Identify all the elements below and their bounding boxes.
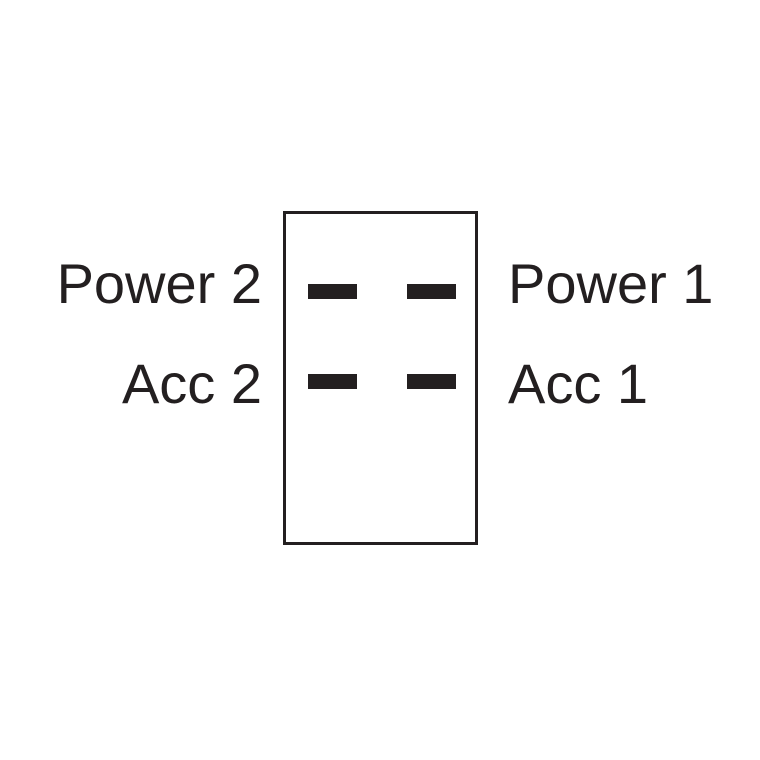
terminal-label-power-1: Power 1	[508, 252, 714, 315]
terminal-pin-acc-2	[308, 374, 357, 389]
terminal-pin-acc-1	[407, 374, 456, 389]
terminal-label-acc-1: Acc 1	[508, 352, 649, 415]
terminal-pin-power-1	[407, 284, 456, 299]
terminal-label-power-2: Power 2	[56, 252, 262, 315]
terminal-label-acc-2: Acc 2	[121, 352, 262, 415]
terminal-pin-power-2	[308, 284, 357, 299]
